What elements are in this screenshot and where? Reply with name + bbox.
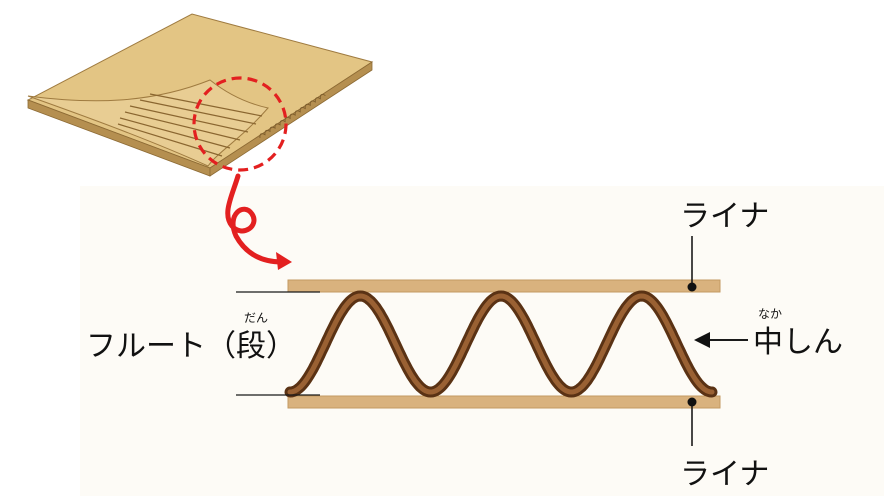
- flute-label-kanji: 段: [236, 329, 266, 364]
- zoom-dashed-circle: [192, 76, 288, 172]
- zoom-arrow-path: [225, 173, 285, 265]
- medium-wave-inner: [287, 293, 715, 395]
- cardboard-peeled-liner: [27, 79, 269, 167]
- liner-top-label: ライナ: [680, 199, 769, 234]
- liner-top-pointer-dot: [687, 282, 697, 292]
- cardboard-sheet-illustration: [26, 13, 374, 177]
- flute-label-prefix: フルート（: [86, 329, 236, 364]
- liner-bottom-label: ライナ: [680, 457, 769, 492]
- liner-bottom: [287, 395, 721, 409]
- zoom-arrow-head: [276, 252, 292, 270]
- cross-section-panel: [80, 186, 884, 496]
- flute-label-suffix: ）: [266, 329, 296, 364]
- medium-reading-label: なか: [758, 307, 782, 321]
- cardboard-exposed-flutes: [117, 93, 263, 157]
- flute-label: フルート（段）: [86, 329, 296, 364]
- liner-bottom-pointer-dot: [687, 397, 697, 407]
- zoom-curly-arrow: [225, 173, 292, 270]
- medium-pointer-arrowhead: [694, 332, 710, 348]
- liner-top: [287, 279, 721, 293]
- medium-label: 中しん: [753, 325, 843, 360]
- flute-reading-label: だん: [244, 311, 268, 325]
- cardboard-edge-flutes: [259, 93, 326, 139]
